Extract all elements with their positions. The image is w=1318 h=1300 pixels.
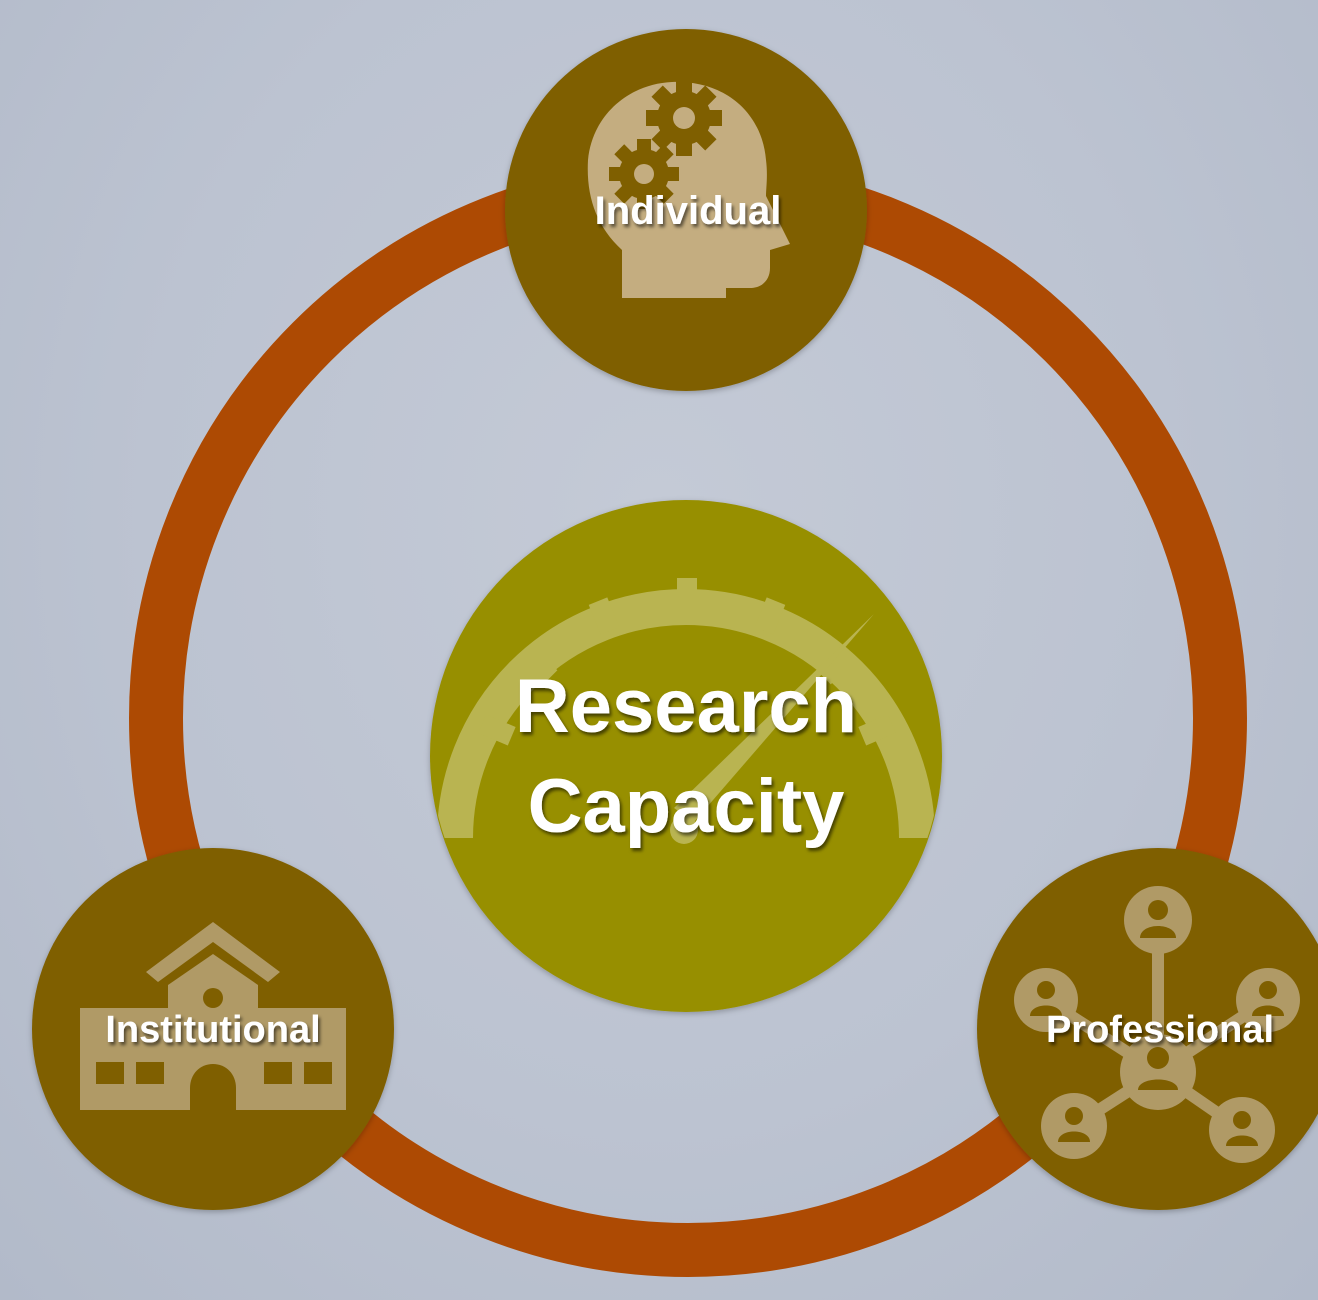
network-people-icon bbox=[1014, 886, 1300, 1163]
school-details bbox=[96, 988, 332, 1110]
institutional-label: Institutional bbox=[105, 1009, 320, 1051]
node-individual: Individual bbox=[505, 29, 867, 391]
center-title-line1: Research bbox=[515, 664, 857, 749]
node-institutional: Institutional bbox=[32, 848, 394, 1210]
center-title-line2: Capacity bbox=[528, 764, 845, 849]
individual-label: Individual bbox=[595, 189, 782, 233]
node-professional: Professional bbox=[977, 848, 1318, 1210]
center-node: Research Capacity bbox=[430, 500, 942, 1012]
center-circle bbox=[430, 500, 942, 1012]
professional-label: Professional bbox=[1046, 1009, 1274, 1051]
head-gears-icon bbox=[587, 80, 790, 298]
speedometer-icon bbox=[437, 578, 935, 844]
